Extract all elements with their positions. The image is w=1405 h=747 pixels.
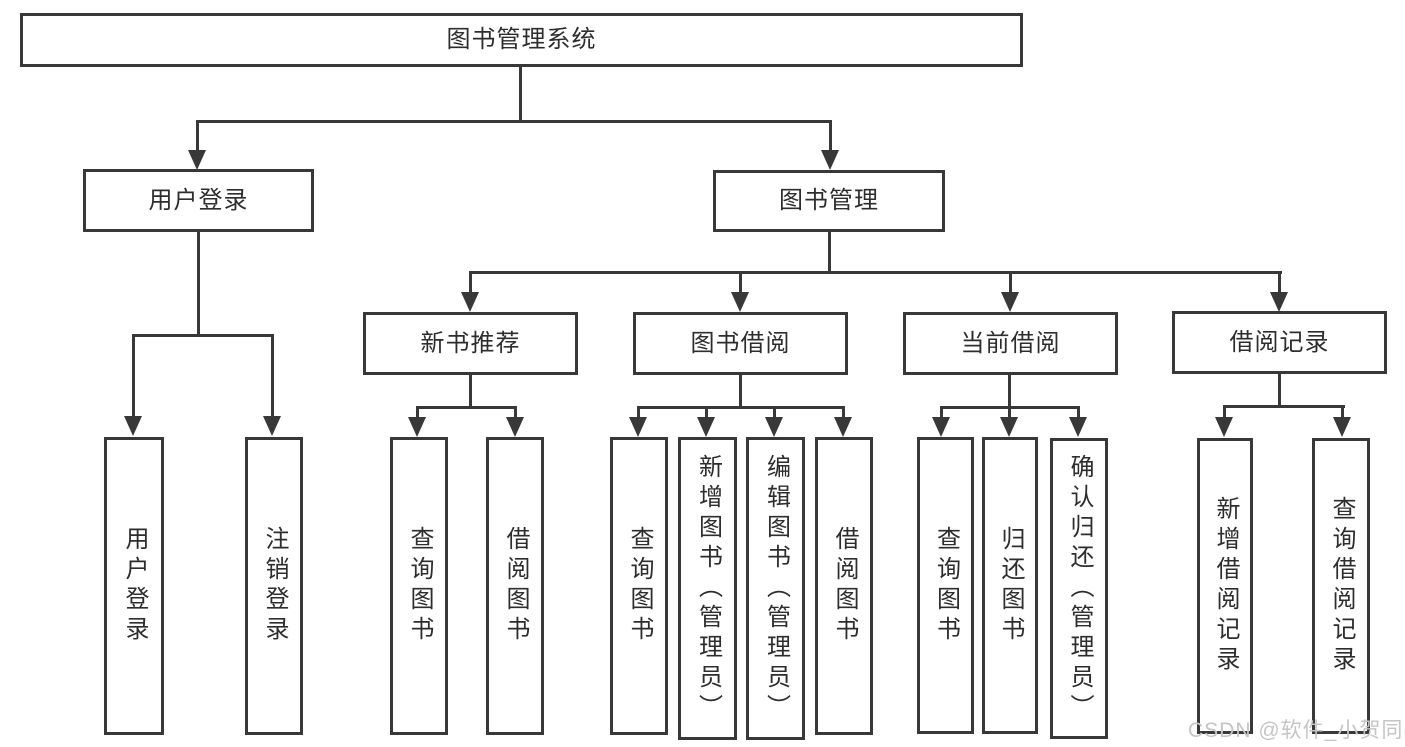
leaf-cb-return-books-label: 归还图书 [997,525,1024,646]
arrowhead-to-bb-add [697,417,715,437]
node-user-login-label: 用户登录 [148,186,249,214]
edge-records-drop-2 [1341,405,1344,418]
edge-bookborrow-drop-3 [773,406,776,418]
node-new-book-rec: 新书推荐 [363,312,578,375]
leaf-bb-query-books: 查询图书 [610,437,668,735]
edge-bookmgmt-drop-1 [469,271,472,293]
leaf-bb-add-books-admin-label: 新增图书（管理员） [694,453,722,724]
leaf-bb-query-books-label: 查询图书 [626,526,653,646]
edge-bookmgmt-rail [469,271,1282,274]
arrowhead-to-user-login [188,150,206,170]
node-new-book-rec-label: 新书推荐 [420,329,521,357]
leaf-nbr-query-books: 查询图书 [390,437,448,735]
node-library-system: 图书管理系统 [20,13,1023,67]
edge-root-drop-right [829,120,832,152]
edge-records-stem [1278,374,1281,407]
arrowhead-to-nbr-borrow [506,417,524,437]
leaf-br-query-record-label: 查询借阅记录 [1328,496,1355,676]
edge-bookborrow-stem [739,375,742,408]
arrowhead-to-cb-query [932,417,950,437]
leaf-logout-label: 注销登录 [261,526,288,646]
arrowhead-to-cb-confirm [1069,417,1087,437]
leaf-cb-query-books: 查询图书 [917,437,974,734]
edge-newbook-stem [469,375,472,408]
node-book-mgmt-label: 图书管理 [779,187,879,214]
node-borrow-records-label: 借阅记录 [1229,328,1330,356]
arrowhead-to-new-book-rec [461,292,479,312]
edge-newbook-drop-1 [416,406,419,418]
leaf-bb-borrow-books-label: 借阅图书 [831,526,858,646]
arrowhead-to-bb-query [629,417,647,437]
leaf-cb-return-books: 归还图书 [982,437,1038,734]
leaf-cb-query-books-label: 查询图书 [932,525,960,646]
edge-bookmgmt-drop-4 [1278,271,1281,293]
leaf-nbr-query-books-label: 查询图书 [406,526,433,646]
edge-bookmgmt-drop-3 [1009,271,1012,293]
node-current-borrow: 当前借阅 [903,312,1118,375]
arrowhead-to-current-borrow [1001,292,1019,312]
leaf-bb-edit-books-admin: 编辑图书（管理员） [746,437,805,740]
arrowhead-to-br-query [1333,417,1351,437]
leaf-cb-confirm-return-admin-label: 确认归还（管理员） [1066,453,1093,724]
edge-bookmgmt-drop-2 [739,271,742,293]
leaf-bb-add-books-admin: 新增图书（管理员） [678,437,737,740]
arrowhead-to-bb-borrow [834,417,852,437]
edge-bookmgmt-stem [828,232,831,273]
node-borrow-records: 借阅记录 [1172,311,1387,374]
edge-currentborrow-drop-3 [1077,406,1080,418]
node-library-system-label: 图书管理系统 [446,26,597,53]
edge-currentborrow-drop-1 [940,406,943,418]
leaf-bb-edit-books-admin-label: 编辑图书（管理员） [762,453,790,724]
edge-root-rail [196,120,832,123]
edge-userlogin-drop-2 [271,334,274,416]
edge-root-stem [519,67,522,120]
arrowhead-to-bb-edit [765,417,783,437]
leaf-user-login-label: 用户登录 [121,526,148,646]
leaf-bb-borrow-books: 借阅图书 [815,437,873,735]
leaf-nbr-borrow-books-label: 借阅图书 [502,526,529,646]
edge-currentborrow-stem [1008,375,1011,408]
edge-bookborrow-drop-2 [705,406,708,418]
arrowhead-to-nbr-query [408,417,426,437]
edge-bookborrow-drop-4 [842,406,845,418]
edge-newbook-rail [416,406,517,409]
leaf-br-add-record: 新增借阅记录 [1197,438,1253,734]
node-current-borrow-label: 当前借阅 [960,329,1061,357]
arrowhead-to-book-borrow [731,292,749,312]
edge-bookborrow-drop-1 [637,406,640,418]
edge-userlogin-stem [197,232,200,336]
leaf-cb-confirm-return-admin: 确认归还（管理员） [1050,438,1108,739]
leaf-br-add-record-label: 新增借阅记录 [1212,496,1239,676]
node-book-borrow-label: 图书借阅 [690,329,791,357]
edge-root-drop-left [196,120,199,152]
arrowhead-to-book-mgmt [821,150,839,170]
arrowhead-to-br-add [1215,417,1233,437]
edge-userlogin-rail [132,334,274,337]
arrowhead-to-cb-return [1000,417,1018,437]
edge-userlogin-drop-1 [132,334,135,416]
arrowhead-to-leaf-logout [263,416,281,436]
leaf-logout: 注销登录 [245,437,303,735]
csdn-watermark: CSDN @软件_小贺同学 [1188,719,1405,742]
leaf-nbr-borrow-books: 借阅图书 [486,437,544,735]
node-user-login: 用户登录 [83,169,314,232]
node-book-mgmt: 图书管理 [713,170,945,232]
leaf-user-login: 用户登录 [104,437,164,735]
edge-records-drop-1 [1223,405,1226,418]
node-book-borrow: 图书借阅 [633,312,848,375]
edge-currentborrow-drop-2 [1008,406,1011,418]
leaf-br-query-record: 查询借阅记录 [1312,438,1370,734]
edge-bookborrow-rail [637,406,845,409]
edge-newbook-drop-2 [514,406,517,418]
edge-records-rail [1223,405,1345,408]
arrowhead-to-borrow-records [1270,292,1288,312]
arrowhead-to-leaf-user-login [124,416,142,436]
